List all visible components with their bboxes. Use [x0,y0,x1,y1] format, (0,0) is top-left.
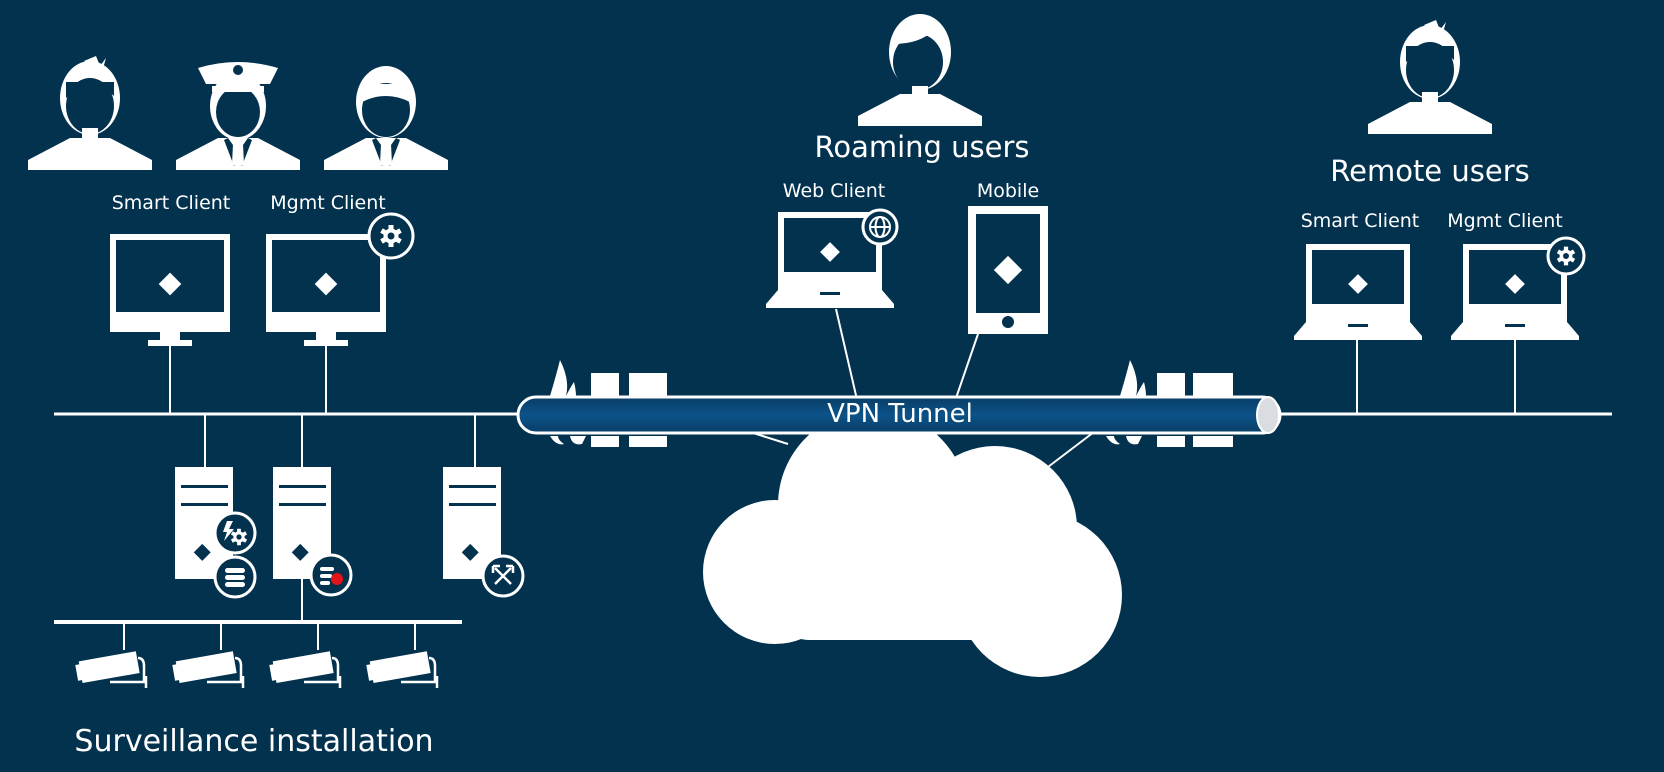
smart-client-monitor-icon [110,234,230,346]
roaming-user-icon [858,14,982,126]
database-icon [213,555,257,599]
smart-client-label: Smart Client [111,192,231,214]
remote-users-title: Remote users [1330,154,1530,188]
firewall-right-icon [1106,360,1233,447]
web-client-label: Web Client [782,180,886,202]
roaming-section [766,14,1048,334]
gear-icon [367,212,415,260]
database-record-icon [309,553,353,597]
surveillance-camera-icon [73,650,148,690]
connector-line [953,333,979,405]
surveillance-camera-icon [364,650,439,690]
remote-mgmt-client-label: Mgmt Client [1447,210,1563,232]
operator-user-icon [28,56,152,170]
firewall-left-icon [550,360,667,447]
lightning-gear-icon [213,511,257,555]
administrator-user-icon [324,66,448,170]
vpn-tunnel-end-cap [1256,396,1280,434]
roaming-users-title: Roaming users [814,130,1030,164]
security-guard-user-icon [176,62,300,170]
arrows-icon [481,554,525,598]
vpn-tunnel-section [516,308,1612,677]
surveillance-camera-icon [170,650,245,690]
connector-line [835,308,859,405]
gear-icon [1546,236,1586,276]
surveillance-camera-icon [267,650,342,690]
surveillance-section [28,56,525,690]
mgmt-client-monitor-icon [266,234,386,346]
internet-cloud-icon [703,410,1122,677]
surveillance-installation-title: Surveillance installation [74,724,434,759]
mobile-label: Mobile [976,180,1040,202]
remote-smart-client-label: Smart Client [1300,210,1420,232]
mgmt-client-label: Mgmt Client [270,192,386,214]
globe-icon [861,208,899,246]
remote-section [1294,20,1586,414]
vpn-tunnel-label: VPN Tunnel [827,399,973,429]
mobile-phone-icon [968,206,1048,334]
remote-smart-client-laptop-icon [1294,244,1422,340]
remote-user-icon [1368,20,1492,134]
